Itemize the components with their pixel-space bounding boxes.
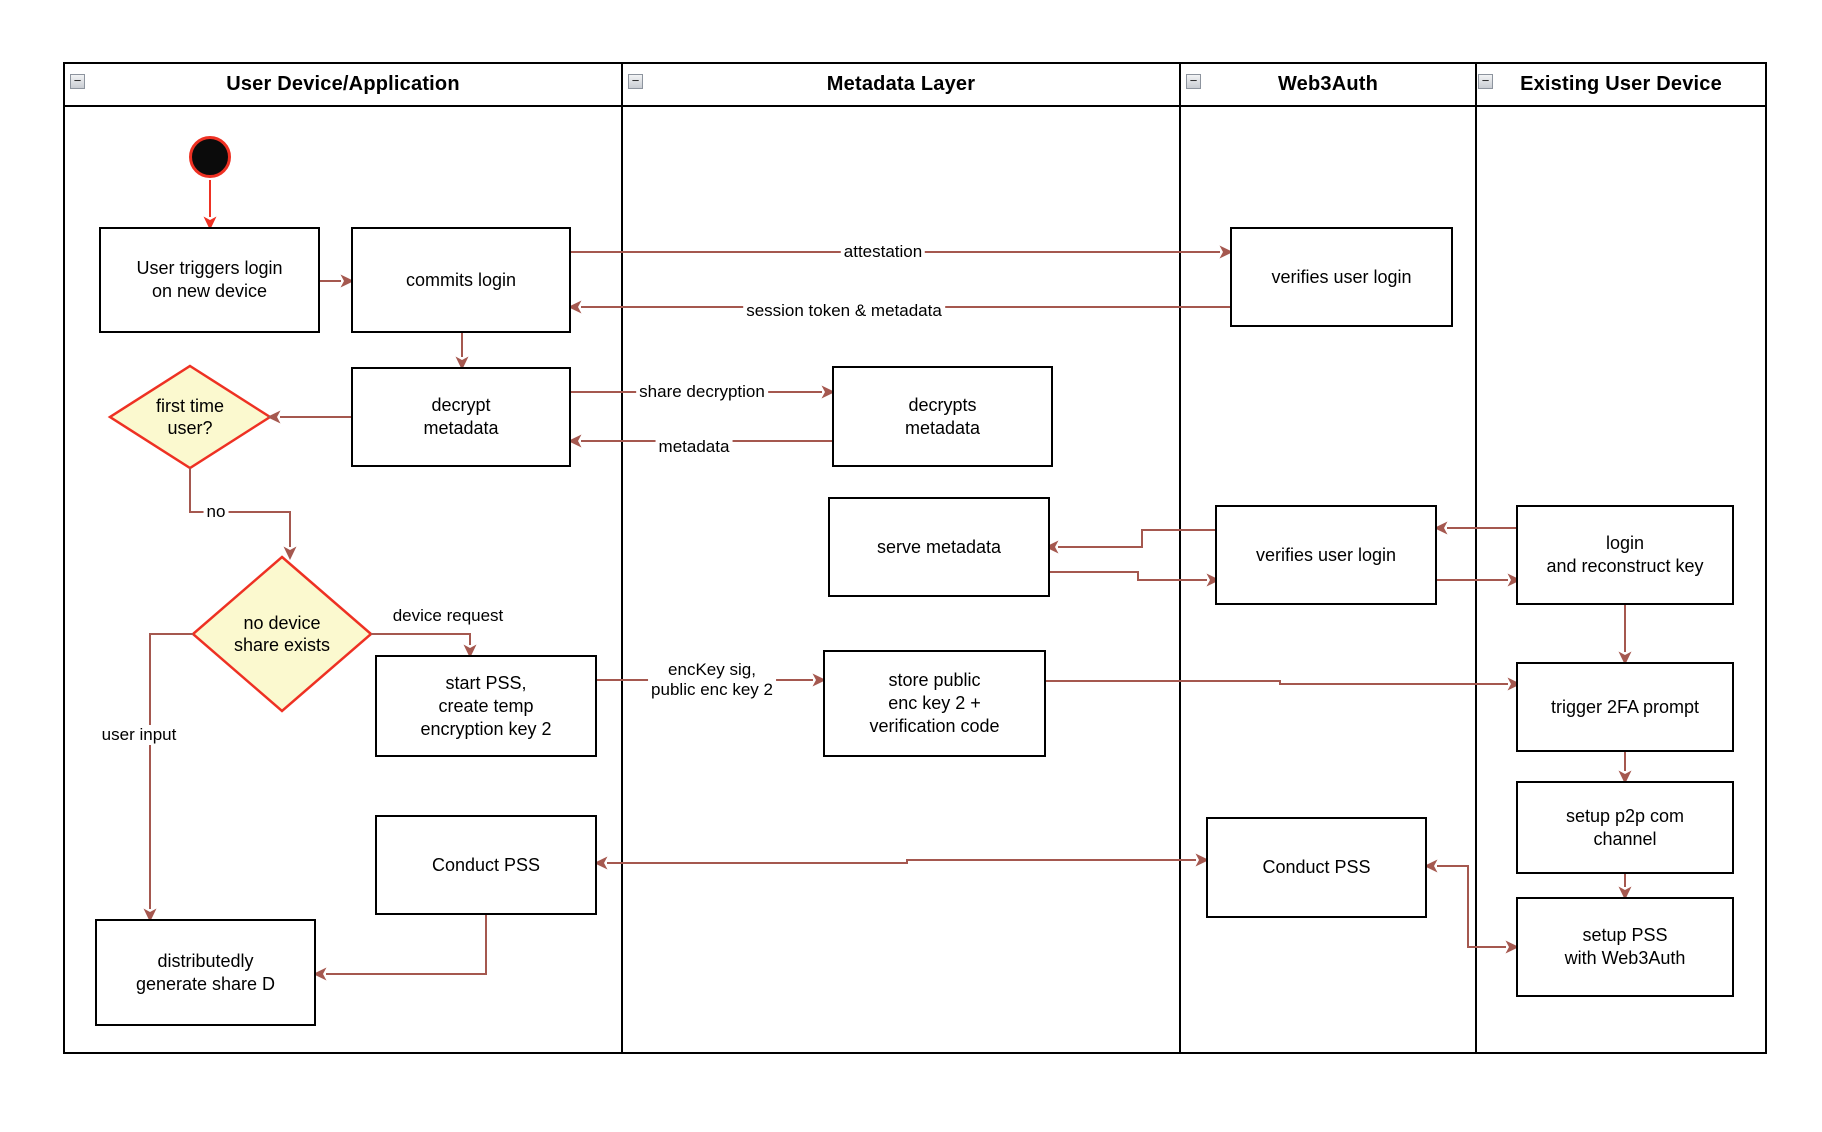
edge-device-request xyxy=(371,633,477,658)
edge-label-enckey: encKey sig, public enc key 2 xyxy=(648,660,776,700)
edge-label-device-request: device request xyxy=(389,606,507,626)
collapse-lane-icon[interactable]: − xyxy=(628,74,643,89)
edge-no-branch xyxy=(189,468,297,560)
node-start-pss[interactable]: start PSS, create temp encryption key 2 xyxy=(375,655,597,757)
edge-label-user-input: user input xyxy=(98,725,180,745)
node-serve-metadata[interactable]: serve metadata xyxy=(828,497,1050,597)
lane-title-existing-device: Existing User Device xyxy=(1520,73,1722,95)
edge-store-to-2fa xyxy=(1046,677,1521,691)
lane-title-user-device: User Device/Application xyxy=(226,73,460,95)
initial-node[interactable] xyxy=(189,136,231,178)
decision-label-first-time: first time user? xyxy=(155,396,225,438)
collapse-lane-icon[interactable]: − xyxy=(70,74,85,89)
decision-label-no-device-share: no device share exists xyxy=(233,613,331,655)
lane-title-metadata-layer: Metadata Layer xyxy=(826,73,976,95)
edge-serve-to-verifies xyxy=(1050,571,1220,587)
edge-label-metadata: metadata xyxy=(655,437,733,457)
node-commits-login[interactable]: commits login xyxy=(351,227,571,333)
edge-user-input xyxy=(143,633,193,922)
edge-conduct-conduct xyxy=(594,853,1209,870)
node-trigger-2fa[interactable]: trigger 2FA prompt xyxy=(1516,662,1734,752)
node-decrypts-metadata[interactable]: decrypts metadata xyxy=(832,366,1053,467)
collapse-lane-icon[interactable]: − xyxy=(1478,74,1493,89)
node-conduct-pss-left[interactable]: Conduct PSS xyxy=(375,815,597,915)
node-user-triggers-login[interactable]: User triggers login on new device xyxy=(99,227,320,333)
node-conduct-pss-right[interactable]: Conduct PSS xyxy=(1206,817,1427,918)
decision-no-device-share[interactable] xyxy=(191,555,373,713)
edge-conduct-to-distributedly xyxy=(313,915,487,981)
edge-label-attestation: attestation xyxy=(840,242,926,262)
node-decrypt-metadata[interactable]: decrypt metadata xyxy=(351,367,571,467)
node-setup-p2p[interactable]: setup p2p com channel xyxy=(1516,781,1734,874)
node-store-public-key[interactable]: store public enc key 2 + verification co… xyxy=(823,650,1046,757)
edge-verifies-to-serve xyxy=(1045,529,1215,554)
edge-label-session-token: session token & metadata xyxy=(743,301,945,321)
lane-title-web3auth: Web3Auth xyxy=(1277,73,1379,95)
edge-label-share-decryption: share decryption xyxy=(636,382,768,402)
edge-conduct-right-setup-pss xyxy=(1424,859,1519,954)
node-distributedly-generate[interactable]: distributedly generate share D xyxy=(95,919,316,1026)
node-setup-pss[interactable]: setup PSS with Web3Auth xyxy=(1516,897,1734,997)
node-verifies-login-top[interactable]: verifies user login xyxy=(1230,227,1453,327)
edge-label-no: no xyxy=(203,502,229,522)
node-verifies-login-mid[interactable]: verifies user login xyxy=(1215,505,1437,605)
node-login-reconstruct[interactable]: login and reconstruct key xyxy=(1516,505,1734,605)
frame-border xyxy=(63,62,1767,1054)
collapse-lane-icon[interactable]: − xyxy=(1186,74,1201,89)
